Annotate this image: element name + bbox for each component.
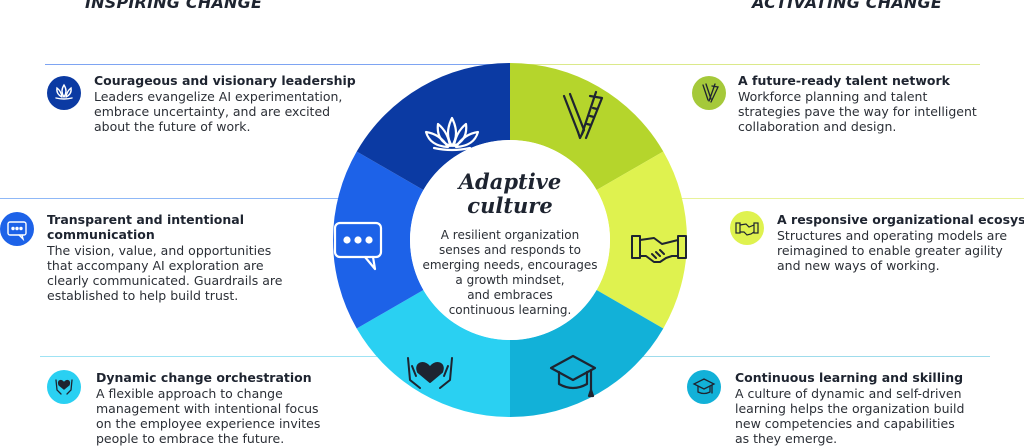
graduation-cap-icon (692, 378, 716, 395)
leadership-line: about the future of work. (94, 119, 251, 134)
communication-title: communication (47, 227, 155, 242)
center-line: a growth mindset, (455, 273, 565, 287)
handshake-icon (631, 235, 687, 263)
center-line: emerging needs, encourages (422, 258, 598, 272)
learning-line: as they emerge. (735, 431, 838, 446)
segment-orchestration (356, 290, 510, 417)
leadership-title: Courageous and visionary leadership (94, 73, 356, 88)
divider-left-2 (0, 198, 400, 199)
center-title-line1: Adaptive (458, 169, 562, 194)
learning-badge (687, 370, 721, 404)
leadership-line: Leaders evangelize AI experimentation, (94, 89, 343, 104)
learning-line: learning helps the organization build (735, 401, 965, 416)
communication-title: Transparent and intentional (47, 212, 244, 227)
center-line: A resilient organization (440, 228, 580, 242)
divider-right-2 (620, 198, 1024, 199)
segment-learning (510, 290, 664, 417)
heart-hands-icon (407, 357, 453, 389)
leadership-badge (47, 76, 81, 110)
divider-left-3 (40, 356, 430, 357)
tools-icon (702, 83, 719, 103)
communication-line: clearly communicated. Guardrails are (47, 273, 283, 288)
handshake-icon (735, 222, 759, 236)
segment-leadership (356, 63, 510, 190)
ecosystem-line: reimagined to enable greater agility (777, 243, 1003, 258)
lotus-icon (55, 83, 73, 100)
communication-badge (0, 212, 34, 246)
divider-right-1 (510, 64, 980, 65)
ecosystem-title: A responsive organizational ecosystem (777, 212, 1024, 227)
ecosystem-line: Structures and operating models are (777, 228, 1008, 243)
speech-bubble-icon (333, 221, 383, 271)
center-line: continuous learning. (448, 303, 572, 317)
communication-line: The vision, value, and opportunities (47, 243, 272, 258)
communication-line: that accompany AI exploration are (47, 258, 264, 273)
ecosystem-badge (730, 211, 764, 245)
wheel-center (410, 140, 610, 340)
lotus-icon (424, 116, 480, 152)
activating-change-header: ACTIVATING CHANGE (752, 0, 942, 12)
orchestration-line: on the employee experience invites (96, 416, 321, 431)
graduation-cap-icon (549, 354, 597, 398)
orchestration-badge (47, 370, 81, 404)
leadership-line: embrace uncertainty, and are excited (94, 104, 331, 119)
segment-communication (333, 151, 424, 329)
orchestration-line: people to embrace the future. (96, 431, 285, 446)
divider-left-1 (45, 64, 510, 65)
orchestration-title: Dynamic change orchestration (96, 370, 312, 385)
ecosystem-line: and new ways of working. (777, 258, 940, 273)
inspiring-change-header: INSPIRING CHANGE (85, 0, 263, 12)
tools-icon (562, 90, 604, 140)
orchestration-line: management with intentional focus (96, 401, 319, 416)
learning-title: Continuous learning and skilling (735, 370, 964, 385)
heart-hands-icon (55, 379, 73, 395)
talent-badge (692, 76, 726, 110)
center-line: and embraces (467, 288, 553, 302)
center-line: senses and responds to (439, 243, 581, 257)
orchestration-line: A flexible approach to change (96, 386, 283, 401)
speech-bubble-icon (7, 221, 27, 242)
communication-line: established to help build trust. (47, 288, 239, 303)
talent-title: A future-ready talent network (738, 73, 950, 88)
segment-talent (510, 63, 664, 190)
center-title-line2: culture (467, 193, 553, 218)
talent-line: strategies pave the way for intelligent (738, 104, 977, 119)
learning-line: A culture of dynamic and self-driven (735, 386, 962, 401)
talent-line: collaboration and design. (738, 119, 897, 134)
divider-right-3 (590, 356, 990, 357)
talent-line: Workforce planning and talent (738, 89, 928, 104)
learning-line: new competencies and capabilities (735, 416, 955, 431)
